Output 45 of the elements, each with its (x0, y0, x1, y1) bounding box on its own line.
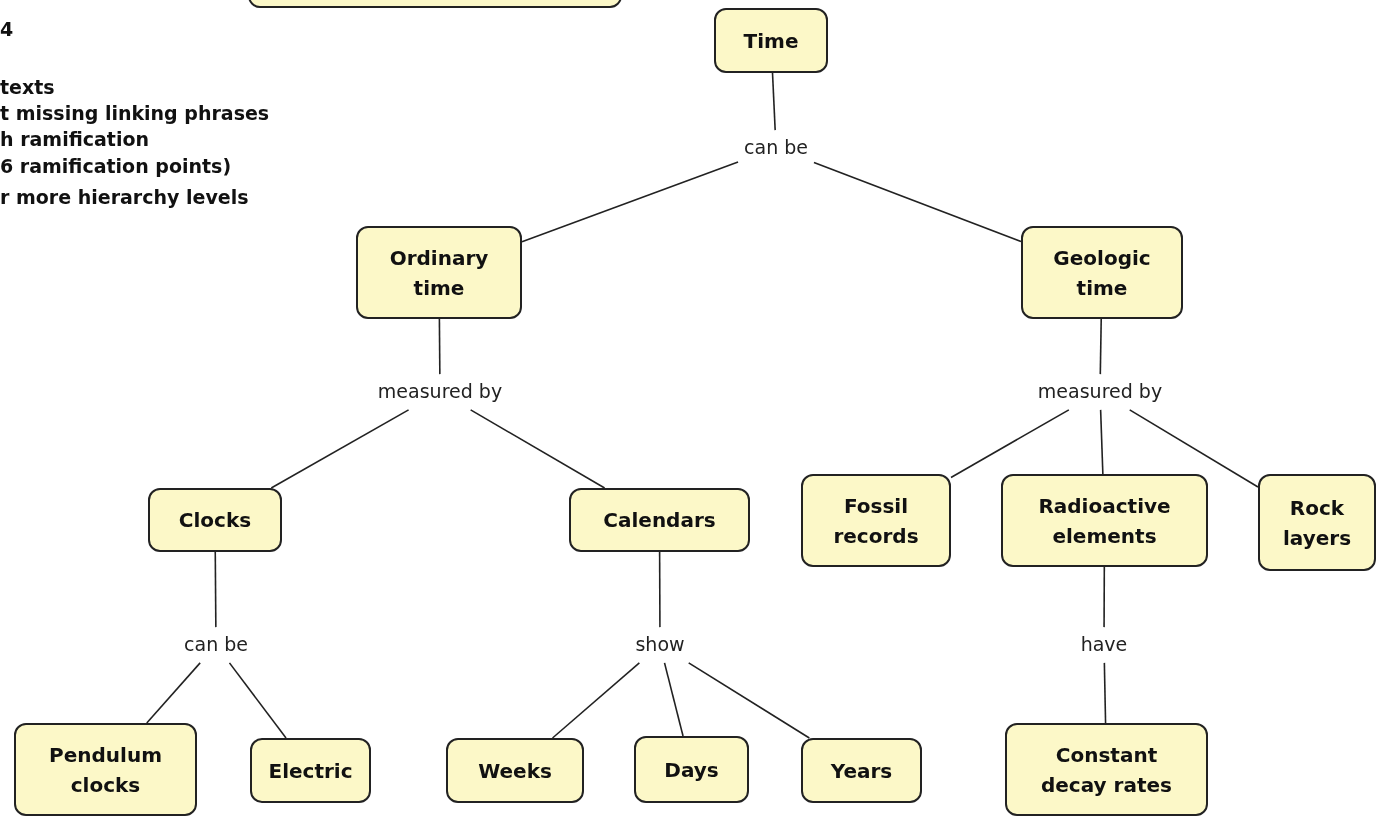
linking-phrase: can be (184, 633, 248, 657)
connector-line (469, 409, 606, 489)
connector-line (663, 662, 684, 737)
concept-box: Years (801, 738, 922, 803)
connector-line (270, 409, 410, 489)
concept-box: Pendulum clocks (14, 723, 197, 816)
note-text: t missing linking phrases (0, 102, 270, 126)
linking-phrase: measured by (377, 380, 503, 404)
note-text: 4 (0, 18, 14, 42)
concept-box: Radioactive elements (1001, 474, 1208, 567)
note-text: 6 ramification points) (0, 155, 232, 179)
linking-phrase: have (1080, 633, 1128, 657)
connector-line (228, 662, 287, 739)
concept-box: Ordinary time (356, 226, 522, 319)
note-text: h ramification (0, 128, 149, 152)
concept-box: Calendars (569, 488, 750, 552)
connector-line (687, 662, 811, 739)
connector-line (551, 662, 641, 739)
linking-phrase: measured by (1037, 380, 1163, 404)
linking-phrase: can be (744, 136, 808, 160)
concept-box: Geologic time (1021, 226, 1183, 319)
connector-line (1128, 409, 1259, 488)
connector-line (771, 72, 776, 131)
concept-box: Electric (250, 738, 371, 803)
connector-line (145, 662, 201, 724)
connector-line (1103, 662, 1107, 724)
linking-phrase: show (635, 633, 685, 657)
connector-line (1103, 566, 1106, 628)
concept-box: Fossil records (801, 474, 951, 567)
connector-line (214, 551, 217, 628)
concept-box: Time (714, 8, 828, 73)
connector-line (1099, 318, 1102, 375)
concept-box: Rock layers (1258, 474, 1376, 571)
concept-box: Days (634, 736, 749, 803)
concept-box: Clocks (148, 488, 282, 552)
connector-line (658, 551, 661, 628)
concept-box: Constant decay rates (1005, 723, 1208, 816)
connector-line (438, 318, 441, 375)
note-text: r more hierarchy levels (0, 186, 249, 210)
connector-line (950, 409, 1070, 479)
concept-box: Weeks (446, 738, 584, 803)
note-text: texts (0, 76, 55, 100)
connector-line (813, 161, 1022, 243)
connector-line (1099, 409, 1104, 475)
connector-line (521, 161, 739, 243)
